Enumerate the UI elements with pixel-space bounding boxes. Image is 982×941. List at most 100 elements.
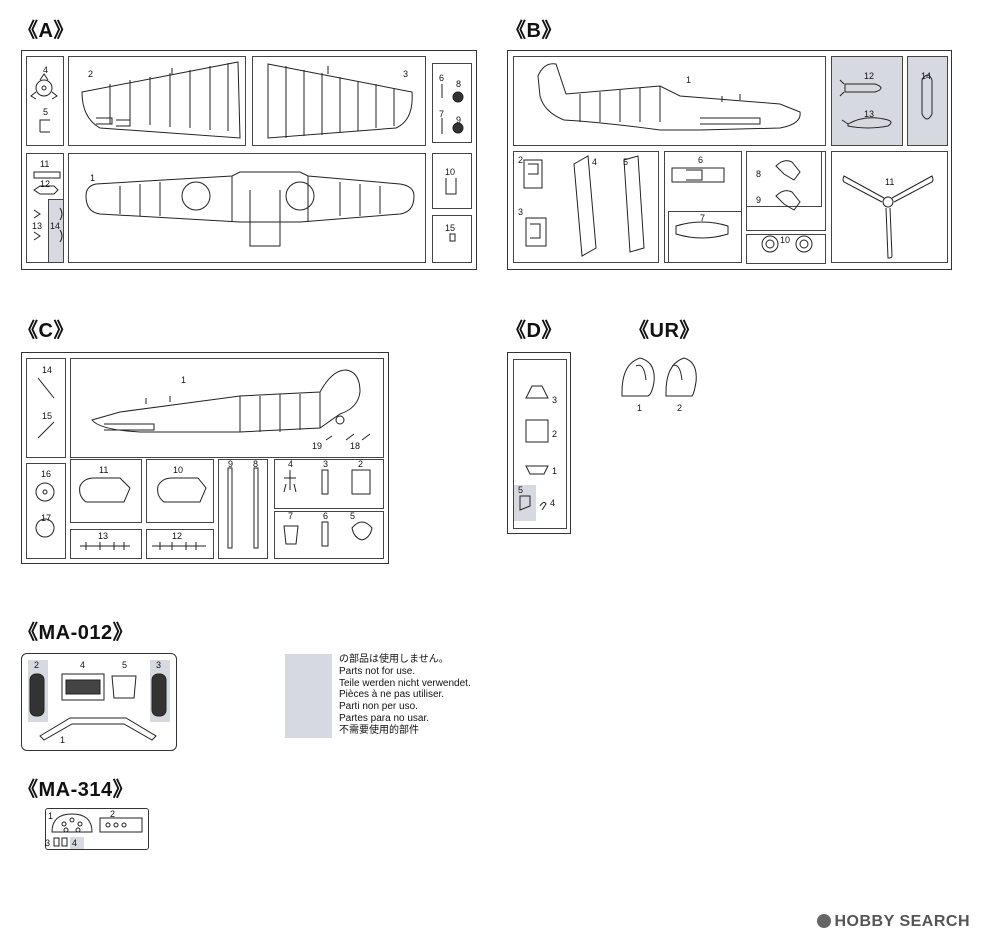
label-a6: 6 xyxy=(439,73,445,83)
section-ma314-title: 《MA-314》 xyxy=(18,779,134,801)
sprue-b-cell-11 xyxy=(831,151,948,263)
legend-line-ja: の部品は使用しません。 xyxy=(339,654,449,665)
legend-line-fr: Pièces à ne pas utiliser. xyxy=(339,689,445,701)
part-c7-icon xyxy=(283,525,299,545)
watermark: HOBBY SEARCH xyxy=(816,913,971,931)
label-b9: 9 xyxy=(756,195,762,205)
section-d-title: 《D》 xyxy=(506,320,562,342)
label-a4: 4 xyxy=(43,65,49,75)
part-a15-icon xyxy=(449,233,456,242)
label-c12: 12 xyxy=(172,531,183,541)
part-c15-icon xyxy=(37,421,55,439)
sprue-a-cell-15 xyxy=(432,215,472,263)
label-ma012-4: 4 xyxy=(80,660,86,670)
part-a8-icon xyxy=(452,91,464,103)
ma314-unused-4 xyxy=(70,837,84,849)
part-c1-fuselage-icon xyxy=(91,369,361,433)
part-d3-icon xyxy=(525,385,549,399)
section-c-title: 《C》 xyxy=(18,320,74,342)
section-a-title: 《A》 xyxy=(18,20,74,42)
part-b3-icon xyxy=(525,217,547,247)
part-a9-icon xyxy=(452,122,464,134)
label-a11: 11 xyxy=(40,159,50,169)
label-c3: 3 xyxy=(323,459,329,469)
part-c2-icon xyxy=(351,469,371,495)
part-ma314-1-panel-icon xyxy=(51,813,93,833)
label-d3: 3 xyxy=(552,395,558,405)
label-c4: 4 xyxy=(288,459,294,469)
label-c6: 6 xyxy=(323,511,329,521)
label-b11: 11 xyxy=(885,177,895,187)
label-c2: 2 xyxy=(358,459,364,469)
label-c5: 5 xyxy=(350,511,356,521)
label-c17: 17 xyxy=(41,513,52,523)
sprue-d-unused-5 xyxy=(514,485,536,521)
part-d4-icon xyxy=(539,501,547,511)
label-b3: 3 xyxy=(518,207,524,217)
label-c10: 10 xyxy=(173,465,184,475)
unused-parts-swatch xyxy=(285,654,332,738)
part-ur1-canopy-icon xyxy=(621,357,655,397)
label-d4: 4 xyxy=(550,498,556,508)
label-a13: 13 xyxy=(32,221,43,231)
part-b14-tank-icon xyxy=(921,74,933,120)
part-ma012-2-icon xyxy=(29,673,45,717)
label-b14: 14 xyxy=(921,71,932,81)
part-b2-icon xyxy=(523,159,543,189)
part-d5-icon xyxy=(519,495,531,511)
label-b10: 10 xyxy=(780,235,791,245)
label-a9: 9 xyxy=(456,115,462,125)
part-c12-icon xyxy=(152,542,206,550)
part-a3-wing-icon xyxy=(267,63,413,139)
part-d1-icon xyxy=(525,465,549,475)
label-c14: 14 xyxy=(42,365,53,375)
label-b5: 5 xyxy=(623,157,629,167)
part-ma314-2-panel-icon xyxy=(99,817,143,833)
part-d2-icon xyxy=(525,419,549,443)
label-a10: 10 xyxy=(445,167,456,177)
sprue-a-unused-13-14 xyxy=(48,199,64,263)
sprue-c-cell-11 xyxy=(70,459,142,523)
sprue-c-cell-10 xyxy=(146,459,214,523)
part-ma012-5-icon xyxy=(111,675,137,699)
part-c18-19-icon xyxy=(325,433,371,441)
label-c19: 19 xyxy=(312,441,323,451)
part-a12-icon xyxy=(33,185,59,195)
label-ma314-3: 3 xyxy=(45,838,51,848)
label-c15: 15 xyxy=(42,411,53,421)
label-a7: 7 xyxy=(439,109,445,119)
sprue-b-unused-12-13 xyxy=(831,56,903,146)
sprue-d-frame xyxy=(507,352,571,534)
label-b12: 12 xyxy=(864,71,875,81)
label-ur1: 1 xyxy=(637,403,643,413)
label-a12: 12 xyxy=(40,179,51,189)
sprue-b-cell-8-9 xyxy=(746,151,826,231)
label-a3: 3 xyxy=(403,69,409,79)
label-ma012-1: 1 xyxy=(60,735,66,745)
sprue-a-cell-10 xyxy=(432,153,472,209)
sprue-b-cell-1 xyxy=(513,56,826,146)
sprue-c-cell-13 xyxy=(70,529,142,559)
part-ma012-3-icon xyxy=(151,673,167,717)
section-b-title: 《B》 xyxy=(506,20,562,42)
part-c4-icon xyxy=(283,470,297,493)
section-ma012-title: 《MA-012》 xyxy=(18,622,134,644)
label-a1: 1 xyxy=(90,173,96,183)
label-d2: 2 xyxy=(552,429,558,439)
part-c6-icon xyxy=(321,521,329,547)
sprue-c-cell-2-4 xyxy=(274,459,384,509)
part-a5-bracket-icon xyxy=(39,119,50,133)
sprue-c-cell-5-7 xyxy=(274,511,384,559)
sprue-a-cell-4-5 xyxy=(26,56,64,146)
sprue-a-cell-3 xyxy=(252,56,426,146)
part-b1-fuselage-icon xyxy=(537,63,801,131)
legend-line-en: Parts not for use. xyxy=(339,665,416,677)
label-c11: 11 xyxy=(99,465,109,475)
label-c1: 1 xyxy=(181,375,187,385)
part-a14-icon xyxy=(59,207,63,243)
label-a8: 8 xyxy=(456,79,462,89)
part-c5-icon xyxy=(351,521,373,541)
